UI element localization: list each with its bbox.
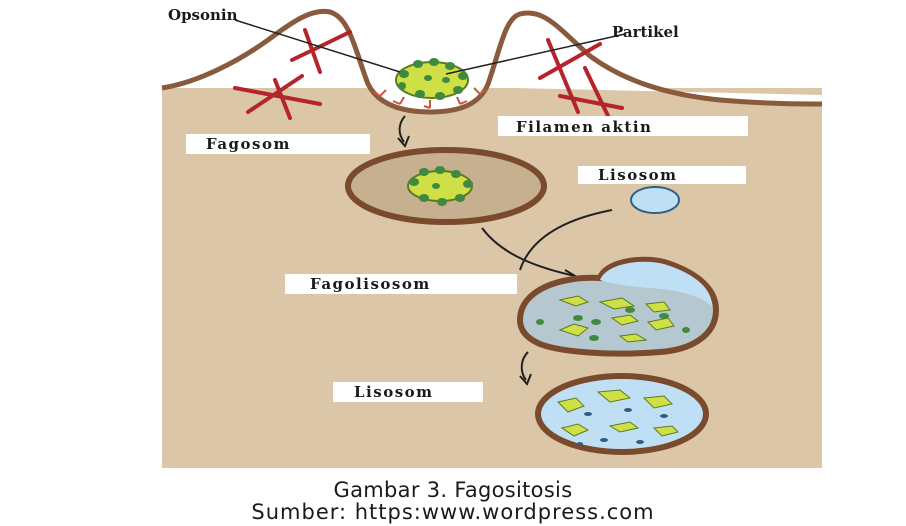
- label-box-fagolisosom: [285, 274, 517, 294]
- label-fagolisosom: Fagolisosom: [310, 275, 431, 293]
- label-filamen-aktin: Filamen aktin: [516, 118, 652, 136]
- opsonin-pointer: [234, 19, 401, 73]
- fagolisosom: [516, 256, 720, 357]
- figure-caption-source: Sumber: https:www.wordpress.com: [251, 500, 655, 524]
- arrow-to-fagosom: [398, 115, 406, 143]
- label-box-fagosom: [186, 134, 370, 154]
- membrane-outline: [161, 8, 823, 115]
- label-lisosom-top: Lisosom: [598, 166, 678, 184]
- fagosom: [345, 147, 547, 225]
- particle-opsonized: [395, 58, 469, 100]
- arrow-to-residual: [520, 351, 529, 381]
- figure-caption-title: Gambar 3. Fagositosis: [333, 478, 573, 502]
- label-lisosom-bottom: Lisosom: [354, 383, 434, 401]
- arrow-fagosom-to-fagolisosom: [481, 227, 576, 277]
- lisosom-residual: [535, 373, 709, 455]
- actin-filaments-left: [233, 28, 352, 120]
- arrow-head-1: [397, 135, 410, 148]
- cell-membrane: [162, 11, 822, 113]
- arrow-head-3: [519, 373, 532, 386]
- label-box-lisosom-top: [578, 166, 746, 184]
- opsonin-receptors: [373, 87, 487, 109]
- label-fagosom: Fagosom: [206, 135, 291, 153]
- label-partikel: Partikel: [612, 23, 679, 41]
- label-box-lisosom-bottom: [333, 382, 483, 402]
- actin-filaments-right: [538, 38, 624, 122]
- lisosom-vesicle: [630, 186, 680, 214]
- label-opsonin: Opsonin: [168, 6, 238, 24]
- partikel-pointer: [445, 33, 626, 75]
- label-box-filamen: [498, 116, 748, 136]
